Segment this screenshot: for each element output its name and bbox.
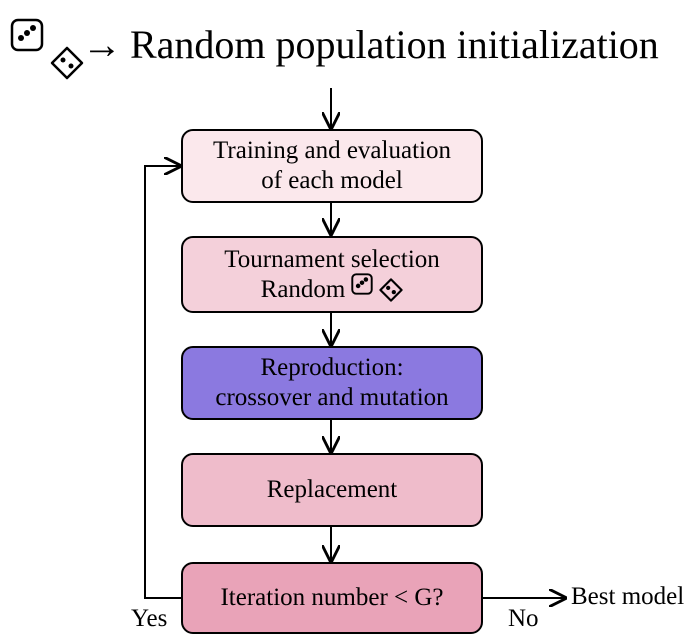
dice-icon	[10, 18, 44, 52]
step-iteration-check: Iteration number < G?	[181, 562, 483, 634]
step-reproduction: Reproduction: crossover and mutation	[181, 346, 483, 420]
dice-icon	[351, 272, 374, 295]
step-replacement: Replacement	[181, 453, 483, 527]
step-training-line1: Training and evaluation	[213, 137, 451, 164]
step-tournament-line1: Tournament selection	[224, 245, 440, 273]
label-no: No	[508, 605, 539, 632]
title-area: →Random population initialization	[0, 0, 691, 80]
step-reproduction-line1: Reproduction:	[260, 354, 404, 381]
title-label: Random population initialization	[130, 22, 659, 67]
diamond-die-icon	[379, 277, 404, 302]
step-reproduction-line2: crossover and mutation	[215, 384, 449, 411]
label-yes: Yes	[131, 605, 168, 632]
step-tournament-line2: Random	[260, 272, 404, 305]
step-training: Training and evaluation of each model	[181, 129, 483, 203]
step-tournament-random: Random	[260, 275, 346, 303]
step-iteration-line1: Iteration number < G?	[220, 584, 444, 611]
label-best-model: Best model	[571, 583, 685, 610]
step-replacement-line1: Replacement	[266, 476, 398, 503]
step-training-line2: of each model	[261, 167, 403, 194]
title-arrow: →	[82, 22, 122, 67]
arrow-yes-loop	[144, 166, 181, 599]
title-text: →Random population initialization	[82, 20, 659, 70]
step-tournament: Tournament selection Random	[181, 236, 483, 313]
diamond-die-icon	[50, 46, 84, 80]
